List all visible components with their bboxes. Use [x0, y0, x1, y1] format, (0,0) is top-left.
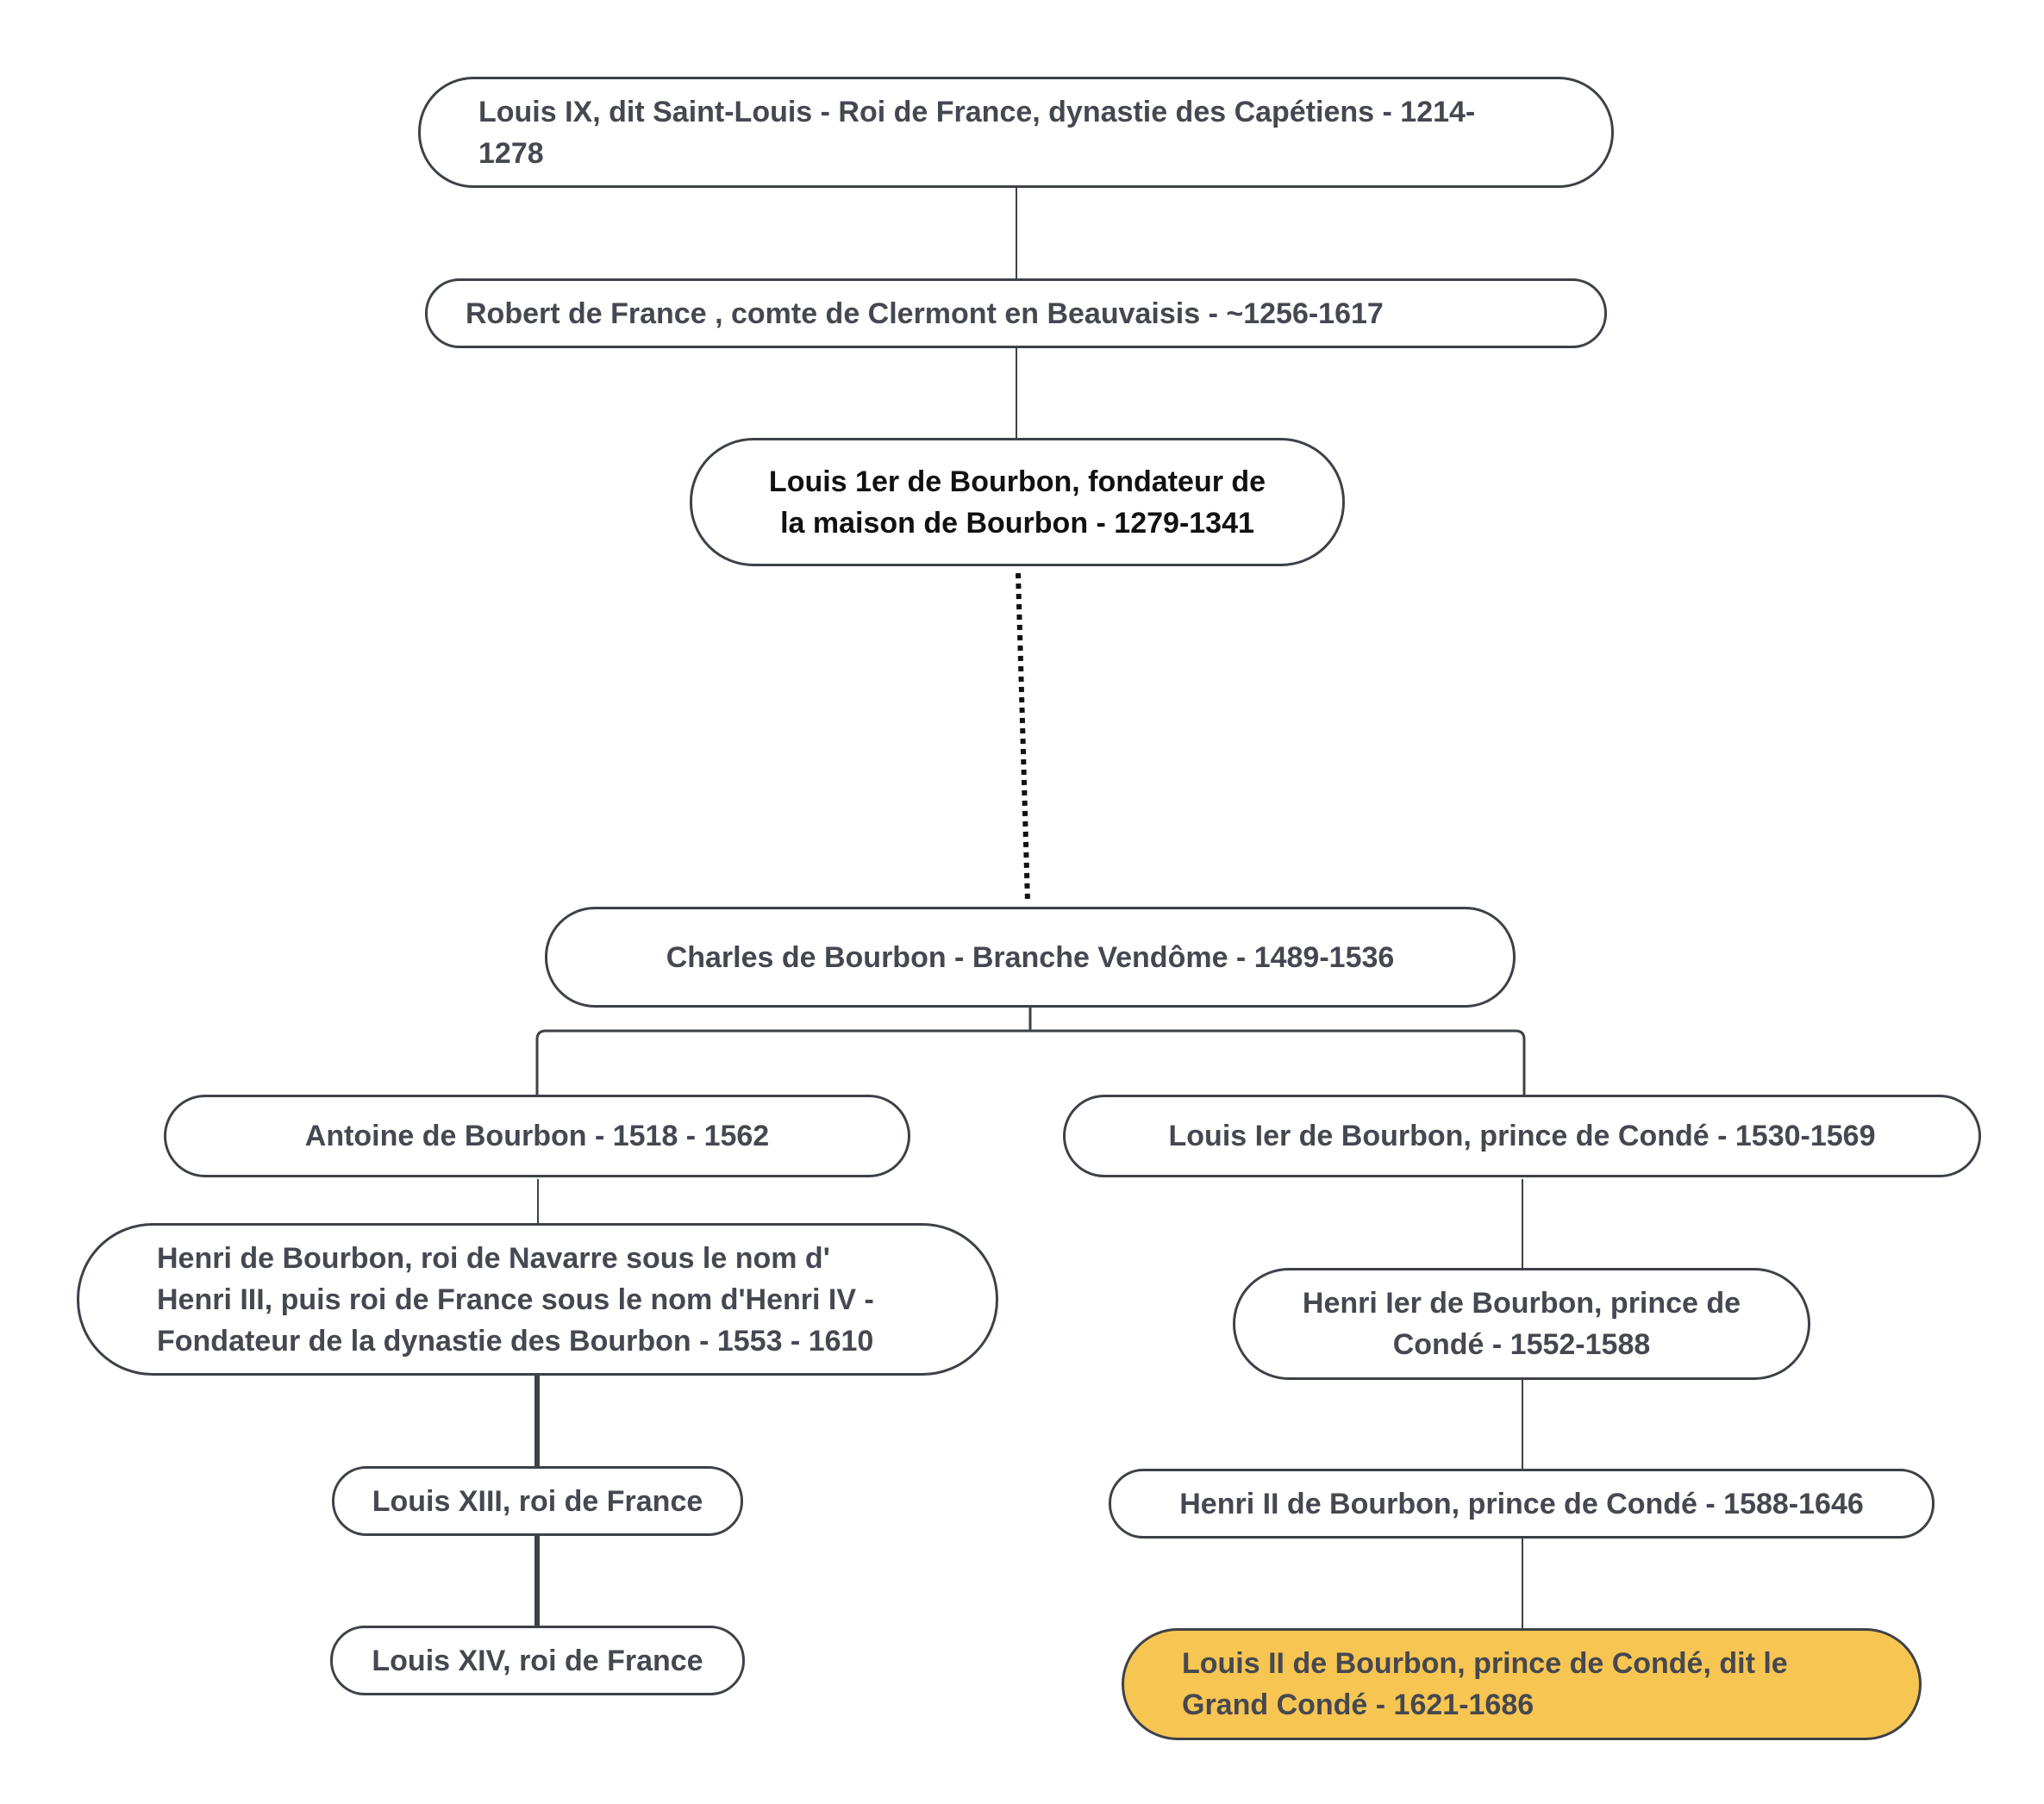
node-louis-1er-de-bourbon[interactable]: Louis 1er de Bourbon, fondateur de la ma… [690, 438, 1345, 566]
node-louis-ix-line-1: Louis IX, dit Saint-Louis - Roi de Franc… [478, 95, 1476, 128]
node-louis-1er-line-2: la maison de Bourbon - 1279-1341 [780, 506, 1254, 540]
node-henri-ier-conde[interactable]: Henri Ier de Bourbon, prince de Condé - … [1233, 1268, 1810, 1380]
node-grand-conde[interactable]: Louis II de Bourbon, prince de Condé, di… [1122, 1628, 1922, 1740]
node-henri-ii-conde-label: Henri II de Bourbon, prince de Condé - 1… [1179, 1487, 1864, 1520]
node-grand-conde-line-2: Grand Condé - 1621-1686 [1182, 1689, 1535, 1721]
node-louis-xiii-label: Louis XIII, roi de France [372, 1484, 703, 1518]
node-antoine-de-bourbon-label: Antoine de Bourbon - 1518 - 1562 [304, 1120, 770, 1152]
node-henri-ier-conde-line-2: Condé - 1552-1588 [1392, 1328, 1651, 1361]
node-louis-ix[interactable]: Louis IX, dit Saint-Louis - Roi de Franc… [418, 77, 1614, 188]
node-robert-de-france[interactable]: Robert de France , comte de Clermont en … [425, 278, 1607, 348]
node-henri-iv-line-3: Fondateur de la dynastie des Bourbon - 1… [157, 1324, 874, 1358]
node-robert-de-france-label: Robert de France , comte de Clermont en … [466, 297, 1384, 330]
node-louis-xiv[interactable]: Louis XIV, roi de France [330, 1626, 745, 1695]
node-antoine-de-bourbon[interactable]: Antoine de Bourbon - 1518 - 1562 [164, 1095, 910, 1177]
node-henri-iv-line-1: Henri de Bourbon, roi de Navarre sous le… [157, 1241, 830, 1275]
node-louis-xiv-label: Louis XIV, roi de France [372, 1644, 703, 1677]
node-louis-1er-line-1: Louis 1er de Bourbon, fondateur de [768, 465, 1266, 498]
node-henri-ier-conde-line-1: Henri Ier de Bourbon, prince de [1302, 1287, 1741, 1320]
node-louis-1er-text: Louis 1er de Bourbon, fondateur de la ma… [769, 461, 1266, 544]
node-charles-de-bourbon-label: Charles de Bourbon - Branche Vendôme - 1… [666, 940, 1395, 974]
connector-dotted-louis-1er-charles [1016, 572, 1030, 902]
node-charles-de-bourbon[interactable]: Charles de Bourbon - Branche Vendôme - 1… [545, 907, 1516, 1008]
node-louis-ix-line-2: 1278 [478, 136, 544, 170]
node-henri-iv[interactable]: Henri de Bourbon, roi de Navarre sous le… [77, 1223, 998, 1376]
node-henri-ier-conde-text: Henri Ier de Bourbon, prince de Condé - … [1303, 1283, 1741, 1365]
node-louis-ix-text: Louis IX, dit Saint-Louis - Roi de Franc… [478, 91, 1475, 174]
node-henri-ii-conde[interactable]: Henri II de Bourbon, prince de Condé - 1… [1109, 1469, 1935, 1539]
node-henri-iv-line-2: Henri III, puis roi de France sous le no… [157, 1283, 874, 1316]
node-grand-conde-line-1: Louis II de Bourbon, prince de Condé, di… [1182, 1647, 1788, 1680]
node-grand-conde-text: Louis II de Bourbon, prince de Condé, di… [1182, 1643, 1788, 1726]
node-louis-ier-conde-label: Louis Ier de Bourbon, prince de Condé - … [1168, 1120, 1876, 1152]
node-henri-iv-text: Henri de Bourbon, roi de Navarre sous le… [157, 1238, 874, 1362]
node-louis-ier-conde[interactable]: Louis Ier de Bourbon, prince de Condé - … [1063, 1095, 1981, 1177]
connector-charles-branch [535, 1029, 1526, 1096]
node-louis-xiii[interactable]: Louis XIII, roi de France [332, 1466, 743, 1536]
